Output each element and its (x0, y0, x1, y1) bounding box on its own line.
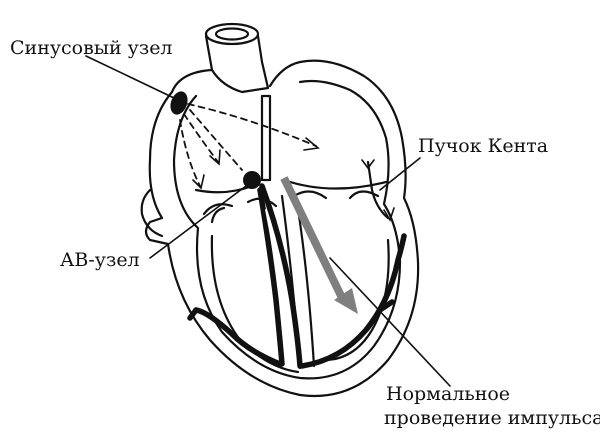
his-purkinje-system (187, 183, 407, 369)
atrial-septum (260, 94, 272, 182)
heart-inner-wall (172, 79, 402, 380)
normal-conduction-leader (329, 257, 451, 387)
kent-bundle-path (361, 159, 395, 222)
label-kent-bundle: Пучок Кента (418, 135, 548, 157)
tricuspid-valve (202, 203, 234, 224)
heart-outer-wall (144, 59, 420, 398)
label-sinus-node: Синусовый узел (10, 37, 173, 59)
sinus-node-marker (170, 91, 188, 115)
av-node-leader (149, 185, 247, 259)
mitral-valve (292, 190, 328, 200)
label-av-node: АВ-узел (60, 249, 140, 271)
atrial-conduction-paths (179, 103, 320, 190)
left-atrium-floor (282, 178, 388, 190)
heart-illustration (140, 22, 420, 398)
gray-conduction-arrow (280, 176, 358, 314)
label-normal-conduction-line2: проведение импульса (384, 407, 600, 429)
aorta (204, 22, 270, 94)
sinus-node-leader (85, 55, 175, 99)
label-normal-conduction-line1: Нормальное (386, 383, 510, 405)
vena-cava (140, 188, 164, 238)
kent-bundle-leader (379, 157, 421, 191)
av-node-marker (243, 171, 261, 189)
